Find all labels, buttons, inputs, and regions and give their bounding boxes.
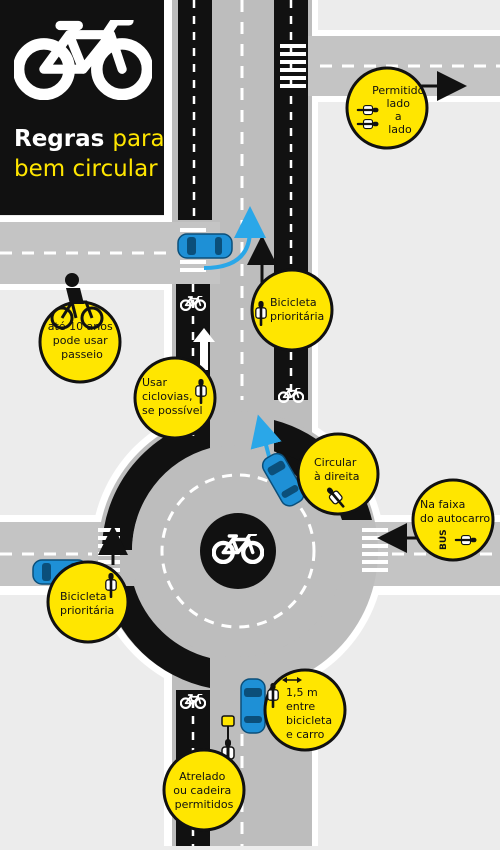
rule-ride-right: Circular à direita [296,432,380,516]
header-title-line1: Regras para [14,126,165,152]
svg-text:Atrelado ou cadeira: Atrelado ou cadeira permitidos [173,770,235,811]
svg-text:1,5 m entre bicicl: 1,5 m entre bicicleta e carro [286,686,336,741]
svg-text:Circular à direita: Circular à direita [314,456,360,483]
rule-bike-priority-top: Bicicleta prioritária [250,268,334,352]
car-top-left [177,233,233,259]
rule-safe-distance: 1,5 m entre bicicleta e carro [263,668,347,752]
svg-text:Usar ciclovias, se: Usar ciclovias, se possível [142,376,203,417]
car-bottom [240,678,266,734]
bike-trailer [221,715,235,740]
svg-text:Na faixa do autocarro: Na faixa do autocarro [420,498,490,525]
svg-text:até 10 anos pode usar: até 10 anos pode usar passeio [48,320,117,361]
rule-bike-priority-left: Bicicleta prioritária [46,560,130,644]
svg-text:Permitido lado a: Permitido lado a lado [372,84,428,136]
rule-bus-lane: Na faixa do autocarro BUS [411,478,495,562]
bus-lane-label: BUS [439,529,449,550]
roundabout-dashed-ring [160,473,316,629]
header-title-line2: bem circular [14,156,158,182]
svg-text:Bicicleta prioritária: Bicicleta prioritária [60,590,114,617]
svg-text:Bicicleta prioritária: Bicicleta prioritária [270,296,324,323]
rule-side-by-side: Permitido lado a lado [345,66,429,150]
child-cyclist-icon [50,273,104,330]
rule-use-bike-lanes: Usar ciclovias, se possível [133,356,217,440]
rule-trailer-seat: Atrelado ou cadeira permitidos [162,748,246,832]
header-panel: Regras para bem circular [0,0,165,215]
car-path-arrows [203,206,282,461]
